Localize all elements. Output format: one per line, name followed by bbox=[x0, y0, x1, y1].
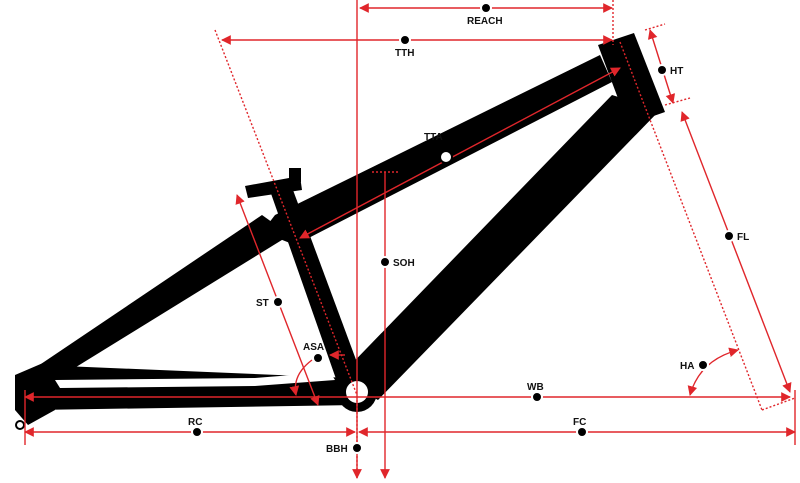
label-st: ST bbox=[256, 296, 284, 309]
label-bbh: BBH bbox=[326, 442, 363, 455]
label-reach: REACH bbox=[467, 2, 503, 27]
label-ht: HT bbox=[656, 64, 683, 77]
svg-text:HA: HA bbox=[680, 361, 694, 372]
svg-text:BBH: BBH bbox=[326, 444, 348, 455]
svg-text:TTH: TTH bbox=[395, 48, 414, 59]
svg-text:ASA: ASA bbox=[303, 342, 324, 353]
label-fc: FC bbox=[573, 417, 588, 438]
svg-text:FC: FC bbox=[573, 417, 586, 428]
svg-text:REACH: REACH bbox=[467, 16, 503, 27]
svg-text:WB: WB bbox=[527, 382, 544, 393]
rear-axle bbox=[15, 420, 25, 430]
label-fl: FL bbox=[723, 230, 749, 243]
bike-frame bbox=[15, 33, 665, 430]
svg-text:TTA: TTA bbox=[424, 132, 443, 143]
svg-text:HT: HT bbox=[670, 66, 683, 77]
label-asa: ASA bbox=[303, 342, 324, 364]
down-tube bbox=[338, 95, 660, 400]
rear-dropout bbox=[15, 360, 55, 425]
seat-collar bbox=[245, 176, 302, 198]
svg-text:ST: ST bbox=[256, 298, 269, 309]
svg-text:RC: RC bbox=[188, 417, 202, 428]
seat-stay bbox=[35, 215, 290, 380]
label-wb: WB bbox=[527, 382, 544, 403]
seat-collar-top bbox=[289, 168, 301, 182]
label-soh: SOH bbox=[379, 256, 415, 269]
label-tth: TTH bbox=[395, 34, 414, 59]
svg-text:SOH: SOH bbox=[393, 258, 415, 269]
label-ha: HA bbox=[680, 359, 709, 372]
label-tta: TTA bbox=[424, 132, 453, 164]
svg-text:FL: FL bbox=[737, 232, 749, 243]
label-rc: RC bbox=[188, 417, 203, 438]
